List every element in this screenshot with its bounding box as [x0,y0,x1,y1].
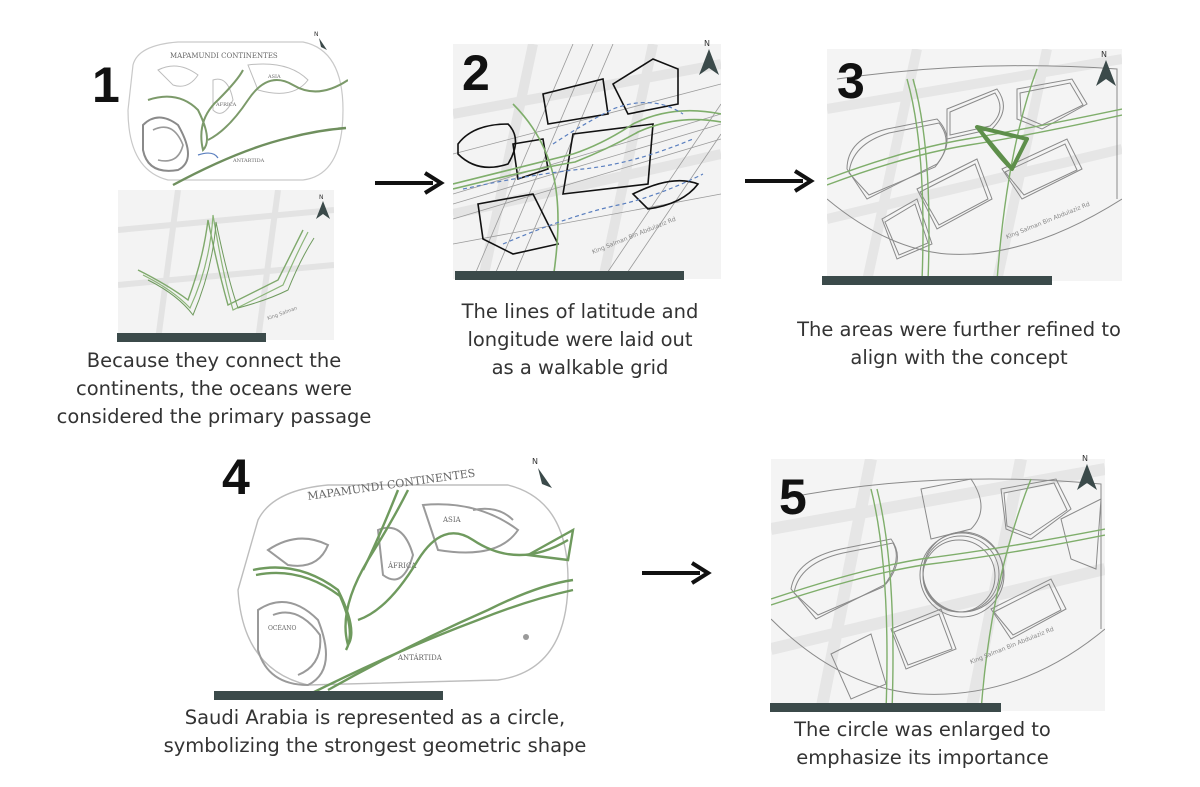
step-5-caption-line-2: emphasize its importance [796,746,1049,769]
step-1-site-north-arrow-icon: N [316,194,330,219]
step-5-caption: The circle was enlarged to emphasize its… [760,716,1085,772]
step-2-grid-sketch-panel: King Salman Bin Abdulaziz Rd [453,44,721,279]
svg-text:N: N [532,457,538,466]
step-3-caption: The areas were further refined to align … [778,316,1140,372]
step-4-label-africa: ÁFRICA [387,561,417,570]
step-2-north-arrow-icon: N [699,39,719,75]
step-2-caption-line-1: The lines of latitude and [461,300,699,323]
step-3-caption-line-2: align with the concept [850,346,1068,369]
step-1-world-map-sketch: MAPAMUNDI CONTINENTES AFRICA ASIA ANTART… [127,41,348,187]
svg-text:N: N [1082,454,1088,463]
step-1-map-title: MAPAMUNDI CONTINENTES [170,52,278,60]
step-number-5: 5 [779,469,807,525]
step-3-refined-sketch-panel: King Salman Bin Abdulaziz Rd [827,49,1122,281]
step-number-4: 4 [222,449,250,505]
step-4-world-map-sketch: MAPAMUNDI CONTINENTES ÁFRICA ASIA ANTÁRT… [237,467,575,697]
arrow-right-icon-2 [745,169,815,193]
svg-text:N: N [704,39,710,48]
step-4-label-asia: ASIA [442,516,462,524]
step-4-label-antartida: ANTÁRTIDA [397,653,443,662]
svg-text:N: N [314,31,319,38]
step-1-bar [117,333,266,342]
svg-text:N: N [1101,50,1107,59]
step-5-north-arrow-icon: N [1077,454,1097,490]
step-4-north-arrow-icon: N [532,457,552,488]
step-1-site-sketch-panel: King Salman [118,190,334,340]
step-1-caption-line-1: Because they connect the [86,349,342,372]
step-3-north-arrow-icon: N [1096,50,1116,86]
step-4-label-oceano: OCÉANO [268,624,296,632]
step-2-caption-line-3: as a walkable grid [491,356,669,379]
step-4-bar [214,691,443,700]
step-5-caption-line-1: The circle was enlarged to [794,718,1051,741]
step-4-caption-line-2: symbolizing the strongest geometric shap… [163,734,587,757]
step-1-north-arrow-icon: N [314,31,327,50]
step-5-bar [770,703,1001,712]
arrow-right-icon-3 [642,561,712,585]
step-1-caption: Because they connect the continents, the… [40,347,388,431]
step-number-1: 1 [92,57,120,113]
step-2-caption-line-2: longitude were laid out [467,328,693,351]
step-2-caption: The lines of latitude and longitude were… [418,298,742,382]
svg-text:N: N [319,194,324,201]
step-1-caption-line-2: continents, the oceans were [75,377,353,400]
step-2-bar [455,271,684,280]
step-1-caption-line-3: considered the primary passage [56,405,372,428]
step-1-label-asia: ASIA [267,74,281,80]
step-1-label-africa: AFRICA [215,102,237,108]
step-number-2: 2 [462,45,490,101]
step-3-caption-line-1: The areas were further refined to [797,318,1121,341]
step-4-caption-line-1: Saudi Arabia is represented as a circle, [184,706,566,729]
step-4-caption: Saudi Arabia is represented as a circle,… [155,704,595,760]
step-3-bar [822,276,1052,285]
step-1-label-antartida: ANTARTIDA [232,158,265,164]
arrow-right-icon-1 [375,171,445,195]
step-5-circle-sketch-panel: King Salman Bin Abdulaziz Rd [771,459,1105,711]
step-number-3: 3 [837,53,865,109]
